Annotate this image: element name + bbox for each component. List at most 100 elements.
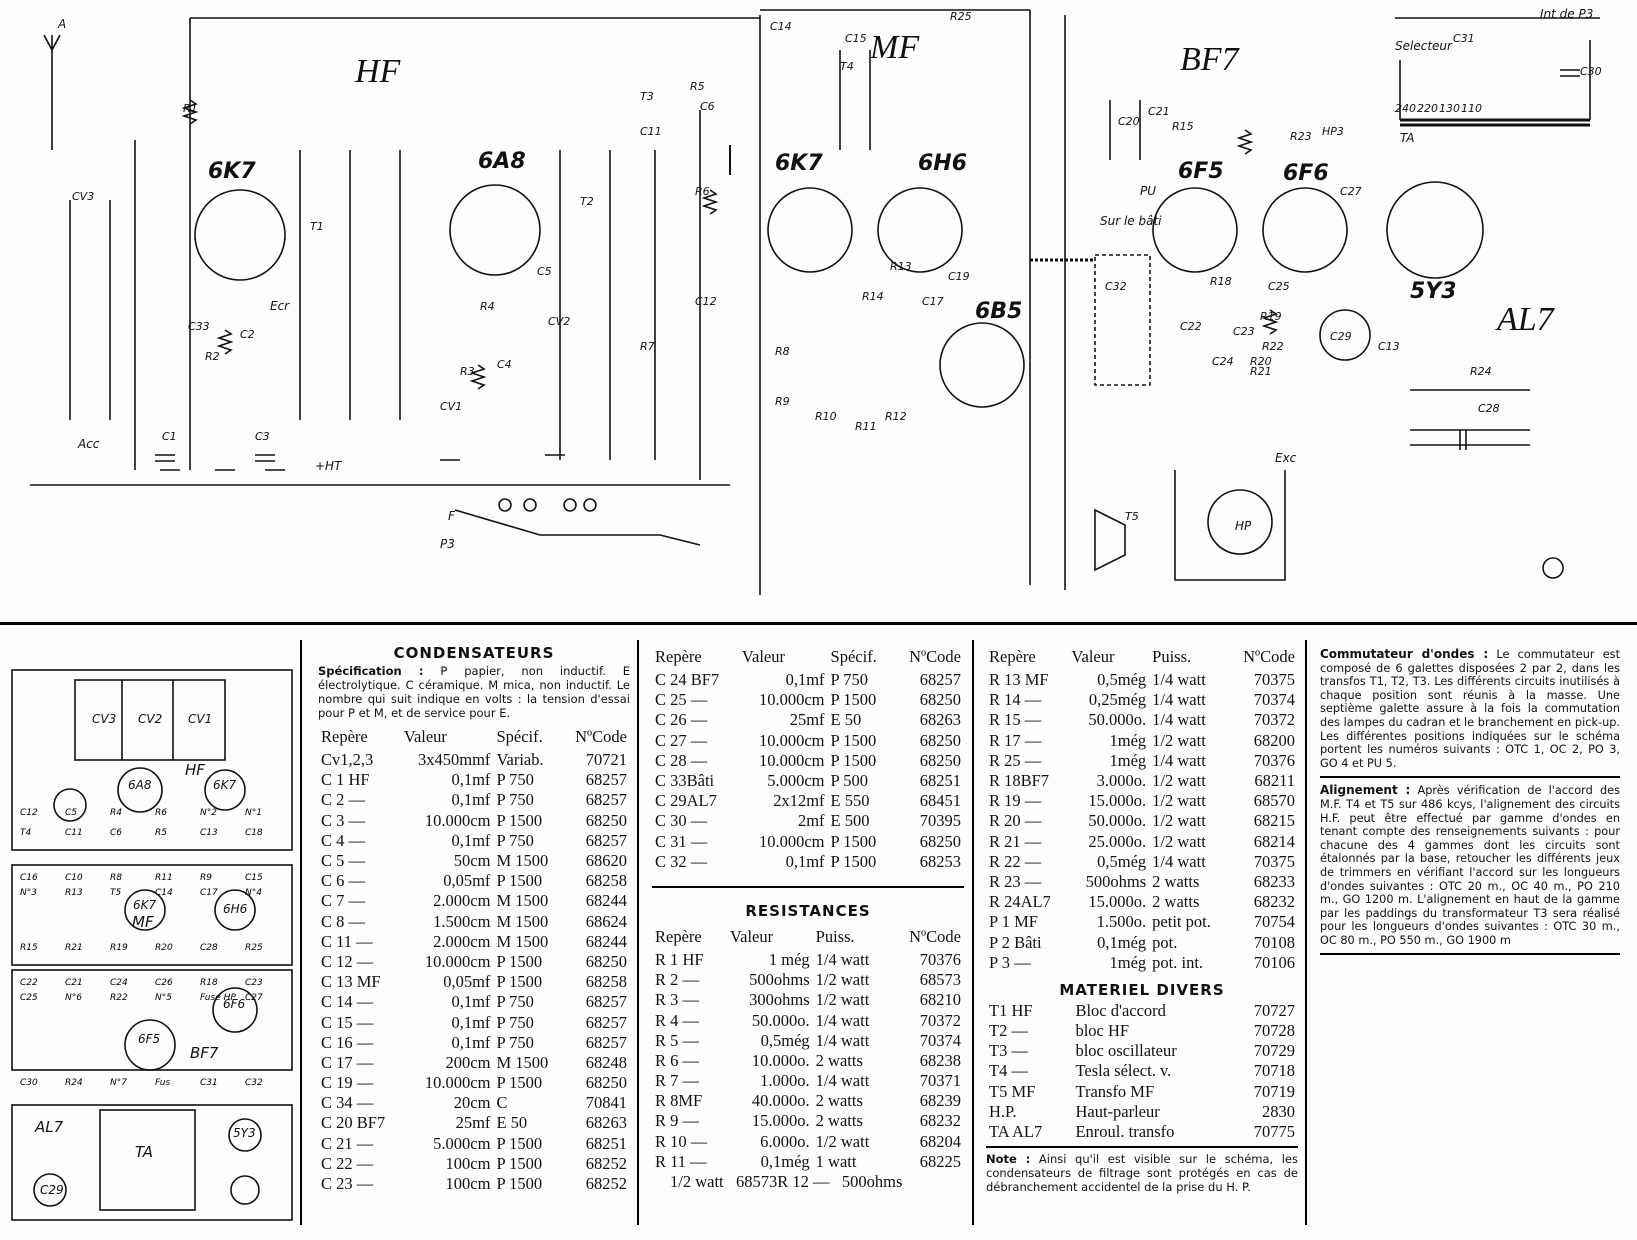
commutateur-label: Commutateur d'ondes :	[1320, 647, 1489, 661]
table-cell: 0,05mf	[443, 972, 491, 992]
table-cell: R 17 —	[989, 730, 1042, 750]
component-label: C33	[188, 320, 210, 333]
table-cell: P 750	[496, 992, 534, 1012]
table-cell: 1/4 watt	[815, 1010, 870, 1030]
col-rule-2	[637, 640, 639, 1225]
table-cell: 25mf	[455, 1113, 491, 1133]
table-cell: 68257	[585, 790, 627, 810]
component-label: R2	[205, 350, 220, 363]
layout-component-label: C14	[155, 888, 173, 898]
table-cell: 68200	[1253, 730, 1295, 750]
column-header: Valeur	[403, 727, 447, 746]
table-cell: 2.000cm	[433, 891, 491, 911]
table-cell: R 3 —	[655, 990, 700, 1010]
component-label: C32	[1105, 280, 1127, 293]
table-cell: R 1 HF	[655, 949, 704, 969]
marker-selector: Selecteur	[1395, 39, 1453, 53]
layout-ta: TA	[135, 1143, 153, 1161]
layout-component-label: Fuse HP	[200, 993, 236, 1003]
table-cell: 1/2 watt	[815, 990, 870, 1010]
column-header: Repère	[655, 647, 702, 666]
layout-component-label: N°2	[200, 808, 217, 818]
component-label: T1	[310, 220, 324, 233]
component-label: R13	[890, 260, 912, 273]
layout-component-label: R5	[155, 828, 167, 838]
table-cell: T1 HF	[989, 1000, 1033, 1020]
table-cell: P 1500	[496, 1174, 543, 1194]
component-label: CV3	[72, 190, 94, 203]
table-cell: 70374	[1253, 690, 1295, 710]
table-cell: R 13 MF	[989, 670, 1049, 690]
table-cell: 2 watts	[1152, 871, 1200, 891]
table-cell: E 550	[830, 791, 870, 811]
component-label: C6	[700, 100, 715, 113]
table-cell: 68250	[919, 730, 961, 750]
table-cell: P 1500	[496, 871, 543, 891]
component-label: R19	[1260, 310, 1282, 323]
table-cell: C 31 —	[655, 831, 708, 851]
table-cell: 1még	[1109, 750, 1147, 770]
table-cell: R 20 —	[989, 811, 1042, 831]
table-cell: R 19 —	[989, 791, 1042, 811]
table-cell: C 21 —	[321, 1133, 374, 1153]
component-label: CV2	[548, 315, 570, 328]
tube-6h6: 6H6	[918, 151, 967, 176]
table-cell: C 28 —	[655, 750, 708, 770]
table-cell: 1/2 watt	[815, 1131, 870, 1151]
table-cell: 1/2 watt	[815, 970, 870, 990]
table-cell: C 11 —	[321, 931, 373, 951]
table-cell: 68573	[919, 970, 961, 990]
component-label: R18	[1210, 275, 1232, 288]
layout-component-label: C21	[65, 978, 83, 988]
table-cell: 0,5még	[1097, 670, 1147, 690]
layout-component-label: C11	[65, 828, 83, 838]
table-cell: 68257	[585, 770, 627, 790]
table-cell: 70718	[1253, 1061, 1295, 1081]
notes-column: Commutateur d'ondes : Le commutateur est…	[1320, 647, 1620, 956]
marker-ht: +HT	[315, 459, 343, 473]
table-cell: 70729	[1253, 1041, 1295, 1061]
table-cell: 1/4 watt	[1152, 851, 1206, 871]
table-cell: C 32 —	[655, 851, 708, 871]
table-cell: 68451	[919, 791, 961, 811]
layout-component-label: C15	[245, 873, 263, 883]
table-cell: E 50	[830, 710, 862, 730]
table-cell: P 1500	[496, 972, 543, 992]
table-cell: Variab.	[496, 750, 544, 770]
table-cell: 1.500cm	[433, 911, 491, 931]
table-cell: 0,05mf	[443, 871, 491, 891]
component-label: T5	[1125, 510, 1139, 523]
table-cell: 68244	[585, 891, 627, 911]
table-cell: 1/4 watt	[1152, 750, 1206, 770]
table-cell: C 25 —	[655, 690, 708, 710]
table-cell: P 1500	[496, 1073, 543, 1093]
table-cell: Haut-parleur	[1075, 1101, 1160, 1121]
table-cell: 68257	[585, 1032, 627, 1052]
layout-component-label: C17	[200, 888, 218, 898]
circuit-schematic: HF MF BF7 AL7 6K7 6A8 6K7 6H6 6B5 6F5 6F…	[30, 7, 1602, 595]
table-cell: C 7 —	[321, 891, 366, 911]
table-cell: Bloc d'accord	[1075, 1000, 1166, 1020]
table-cell: 3.000o.	[1096, 771, 1147, 791]
column-header: Valeur	[741, 647, 785, 666]
component-label: C28	[1478, 402, 1500, 415]
resistances-title: RESISTANCES	[745, 901, 871, 920]
table-cell: 70728	[1253, 1021, 1295, 1041]
note-label: Note :	[986, 1152, 1031, 1167]
